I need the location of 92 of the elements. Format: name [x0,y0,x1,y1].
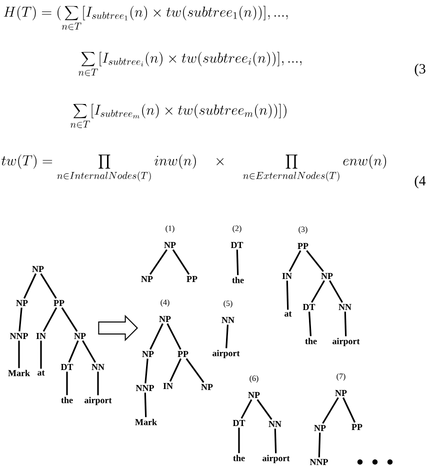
tree-label: NN [268,421,282,427]
tree-branch [42,307,58,332]
tree-branch [306,250,324,272]
tree-branch [286,280,289,310]
tree-label: airport [84,396,112,406]
tree-label: the [305,338,317,344]
tree-label: NP [142,351,154,357]
tree-label: IN [163,383,173,389]
tree-label: airport [332,338,360,346]
tree-label: at [284,311,292,317]
tree-label: at [38,370,45,376]
tree-branch [61,307,78,332]
tree-label: NN [92,364,104,370]
tree-label: Mark [8,370,30,376]
tree-label: DT [230,242,244,248]
tree-label: NP [16,300,28,306]
tree-branch [238,428,240,454]
tree-label: airport [212,350,240,358]
tree-branch [66,372,68,396]
tree-branch [97,372,99,396]
tree-label: NP [321,273,333,279]
tree-label: NNP [310,459,328,465]
subtree-number: (2) [232,225,242,233]
subtree-number: (4) [160,299,170,307]
equation-number: (4 [414,176,426,188]
tree-branch [342,397,356,423]
tree-branch [329,280,343,303]
tree-branch [236,250,239,276]
tree-label: PP [186,276,198,282]
subtree-number: (1) [166,225,174,233]
tree-label: IN [36,333,46,339]
tree-label: PP [352,424,362,430]
tree-label: DT [60,364,74,370]
subtree-number: (7) [336,373,346,381]
tree-branch [144,392,147,418]
tree-label: NNP [10,333,28,339]
tree-label: DT [232,420,246,426]
tree-label: NP [314,425,326,431]
tree-branch [149,249,168,275]
tree-branch [166,323,182,350]
tree-label: NNP [136,385,154,391]
tree-label: NP [335,390,347,396]
tree-label: NP [159,316,171,322]
tree-branch [40,340,42,369]
tree-label: NP [201,384,213,390]
tree-branch [256,399,272,420]
equation: $\sum_{n\in T}[I_{subtree_m}(n)\times tw(subtree_m(n))])$ [70,104,286,128]
tree-branch [82,340,96,363]
tree-branch [240,399,252,419]
tree-branch [23,273,37,299]
tree-branch [144,358,148,384]
tree-branch [172,249,190,275]
tree-branch [186,358,204,383]
tree-label: airport [262,454,290,464]
tree-branch [18,308,22,332]
tree-branch [311,280,325,303]
tree-label: PP [54,300,64,306]
tree-label: the [232,276,244,284]
tree-branch [322,397,339,424]
tree-branch [169,358,182,382]
tree-branch [308,312,312,336]
tree-branch [40,273,57,299]
tree-label: PP [298,243,308,249]
tree-label: NP [32,266,44,272]
equation-number: (3 [414,64,426,76]
tree-label: IN [282,273,292,279]
tree-branch [68,340,79,363]
tree-label: NP [164,242,176,248]
block-arrow [98,314,138,342]
tree-branch [318,432,321,458]
tree-branch [18,340,20,368]
tree-branch [226,324,229,348]
tree-label: the [61,396,73,404]
subtree-number: (3) [298,226,308,234]
tree-label: Mark [135,418,157,426]
equation: $H(T) = (\sum_{n\in T}[I_{subtree_1}(n)\times tw(subtree_1(n))],...,$ [4,6,288,30]
tree-branch [150,323,164,350]
tree-label: NP [141,276,153,282]
equation: $\sum_{n\in T}[I_{subtree_i}(n)\times tw(subtree_i(n))],...,$ [78,52,302,76]
tree-branch [274,428,277,454]
tree-label: DT [302,304,316,310]
tree-label: PP [178,351,188,357]
subtree-number: (5) [224,300,232,308]
tree-label: NP [248,392,260,398]
tree-label: NN [222,317,234,323]
tree-label: the [233,454,245,462]
tree-branch [344,312,347,336]
tree-label: NP [74,333,86,339]
equation: $tw(T) = \prod_{n\in InternalNodes(T)} inw(n) \quad\times\quad \prod_{n\in ExternalNodes(T)} enw(n)$ [2,154,386,182]
subtree-number: (6) [250,375,258,383]
tree-branch [288,250,302,272]
tree-label: NN [338,304,352,310]
